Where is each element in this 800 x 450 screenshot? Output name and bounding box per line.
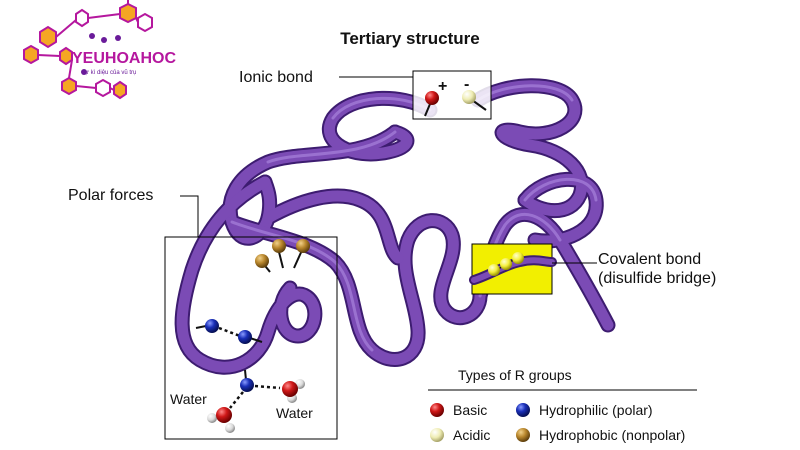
hydrogen-bond-dots [218,326,241,338]
ionic-bond-label: Ionic bond [239,69,313,86]
legend-label-basic: Basic [453,402,487,418]
sulfur-atom [500,258,512,270]
polar-forces-callout: Polar forces Water [68,187,338,440]
water-label-right: Water [276,405,313,421]
ionic-stem-acidic [471,99,487,111]
legend-label-hydrophilic: Hydrophilic (polar) [539,402,653,418]
ionic-bond-box [412,70,492,120]
plus-sign: + [438,78,447,95]
water-label-left: Water [170,391,207,407]
hydrogen-bond-dots [254,384,281,390]
legend-label-hydrophobic: Hydrophobic (nonpolar) [539,427,685,443]
legend-swatch-acidic [430,428,444,442]
legend-swatch-hydrophilic [516,403,530,417]
ionic-bond-callout: Ionic bond + - [239,69,492,120]
legend-swatch-basic [430,403,444,417]
polar-forces-leader-line [180,195,199,237]
legend-label-acidic: Acidic [453,427,490,443]
hexagon-molecule-icon [23,0,153,100]
sulfur-atom [512,252,524,264]
hydrophilic-atom [240,378,254,392]
water-molecule-left [207,407,235,433]
diagram-title: Tertiary structure [340,29,480,48]
covalent-bond-label: Covalent bond [598,251,701,268]
polar-forces-label: Polar forces [68,187,153,204]
hydrogen-bond-dots [229,391,244,409]
acidic-r-group-atom [462,90,476,104]
legend-heading: Types of R groups [458,367,572,383]
legend-swatch-hydrophobic [516,428,530,442]
disulfide-bridge-callout: Covalent bond (disulfide bridge) [469,243,716,295]
r-group-legend: Types of R groups Basic Hydrophilic (pol… [428,367,697,443]
disulfide-bridge-label: (disulfide bridge) [598,270,716,287]
hydrophobic-atom [255,254,269,268]
ionic-stem-basic [424,103,431,117]
polar-forces-box [164,236,338,440]
hydrophobic-atom [296,239,310,253]
brand-name: YEUHOAHOC [72,50,176,67]
sulfur-atom [488,264,500,276]
minus-sign: - [464,76,469,93]
brand-tagline: sự kì diệu của vũ trụ [82,69,136,76]
protein-ribbon [174,78,616,375]
water-molecule-right [282,379,305,403]
brand-logo: YEUHOAHOC sự kì diệu của vũ trụ [23,0,176,100]
hydrophilic-atom [205,319,219,333]
hydrophilic-atom [238,330,252,344]
basic-r-group-atom [425,91,439,105]
hydrophobic-atom [272,239,286,253]
